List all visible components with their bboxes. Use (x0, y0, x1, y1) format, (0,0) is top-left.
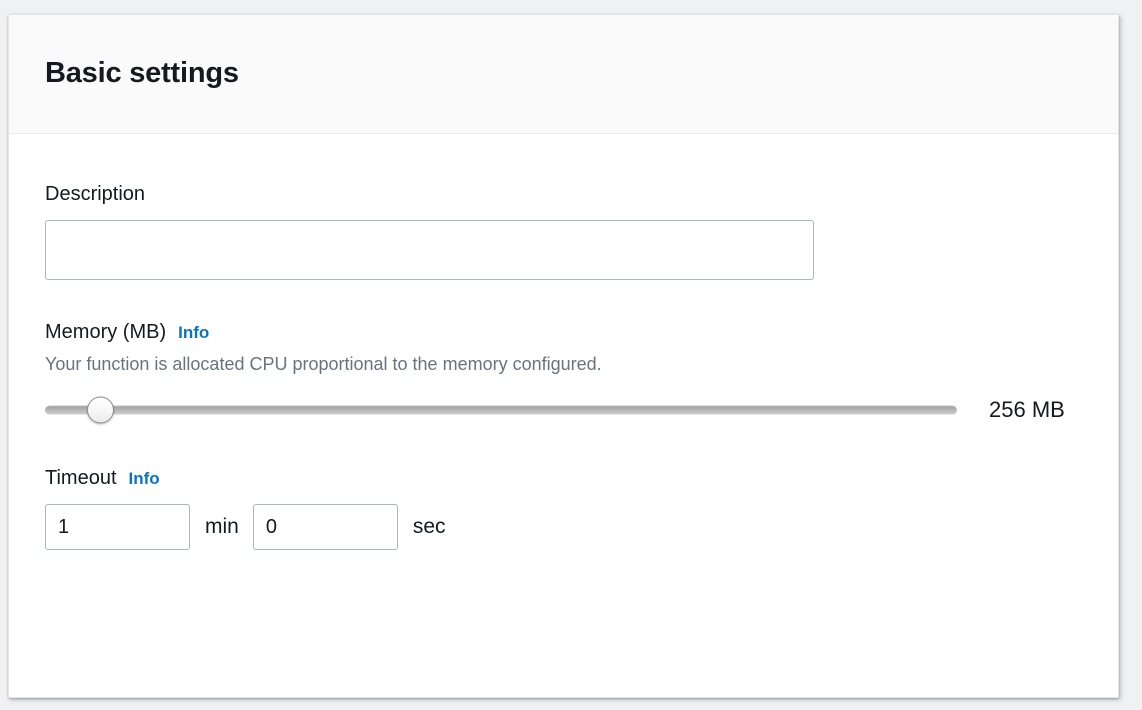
memory-slider[interactable] (45, 396, 957, 424)
basic-settings-card: Basic settings Description Memory (MB) I… (8, 14, 1119, 698)
memory-info-link[interactable]: Info (178, 323, 210, 342)
memory-help-text: Your function is allocated CPU proportio… (45, 354, 602, 374)
memory-value-label: 256 MB (989, 397, 1065, 423)
memory-label-row: Memory (MB) Info (45, 320, 1082, 344)
timeout-inputs-row: min sec (45, 504, 1082, 551)
timeout-info-link[interactable]: Info (128, 469, 160, 489)
memory-field: Memory (MB) Info Your function is alloca… (45, 320, 1082, 424)
description-label: Description (45, 183, 146, 205)
timeout-minutes-input[interactable] (45, 504, 190, 551)
slider-thumb[interactable] (86, 396, 114, 424)
description-field: Description (45, 182, 1082, 280)
timeout-field: Timeout Info min sec (45, 466, 1082, 551)
description-label-row: Description (45, 182, 1082, 206)
memory-label: Memory (MB) (45, 321, 167, 343)
timeout-minutes-unit: min (205, 515, 239, 539)
timeout-seconds-unit: sec (412, 515, 446, 539)
card-header: Basic settings (9, 15, 1118, 134)
description-input[interactable] (45, 220, 814, 280)
slider-track[interactable] (45, 405, 957, 415)
memory-slider-row: 256 MB (45, 396, 1082, 424)
page-title: Basic settings (45, 57, 239, 90)
timeout-seconds-input[interactable] (252, 504, 398, 551)
timeout-label: Timeout (45, 467, 117, 490)
timeout-label-row: Timeout Info (45, 466, 1082, 490)
card-body: Description Memory (MB) Info Your functi… (9, 134, 1118, 551)
